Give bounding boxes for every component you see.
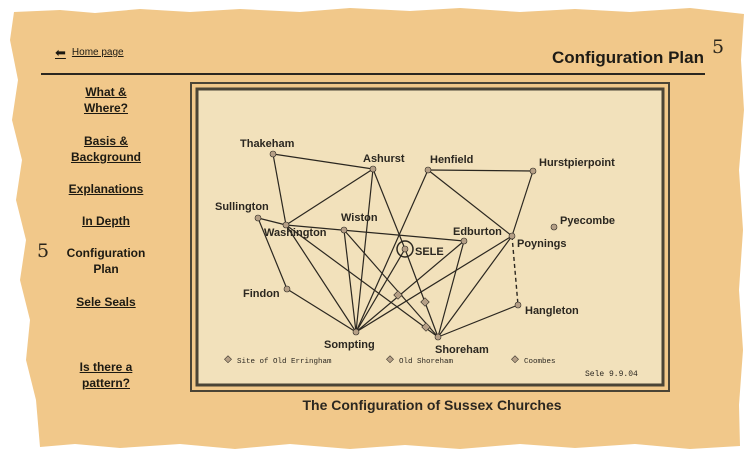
sele-circle-marker (396, 240, 414, 258)
legend-label-old_shoreham: Old Shoreham (399, 358, 454, 366)
nav-link-label-line2: Background (70, 150, 141, 164)
church-node-edburton (460, 237, 468, 245)
nav-link-basis-background[interactable]: Basis & Background (41, 133, 171, 165)
map-links (257, 153, 534, 338)
nav-link-what-where[interactable]: What & Where? (41, 84, 171, 116)
map-link-wiston-shoreham (343, 229, 439, 338)
map-panel (195, 87, 665, 387)
church-node-wiston (340, 226, 348, 234)
nav-link-label: Sele Seals (76, 295, 136, 309)
church-node-henfield (424, 166, 432, 174)
church-node-thakeham (269, 150, 277, 158)
map-link-findon-sompting (286, 288, 357, 333)
place-label-sullington: Sullington (215, 201, 269, 213)
page-title: Configuration Plan (551, 48, 704, 67)
map-markers (254, 150, 558, 341)
home-page-link[interactable]: ⬅ Home page (55, 44, 124, 60)
figure-caption: The Configuration of Sussex Churches (302, 397, 562, 413)
nav-link-explanations[interactable]: Explanations (41, 181, 171, 197)
place-label-findon: Findon (243, 288, 280, 300)
place-label-sele: SELE (415, 246, 444, 258)
church-node-poynings (508, 232, 516, 240)
map-link-shoreham-poynings (437, 235, 513, 338)
nav-link-label: In Depth (82, 214, 130, 228)
church-node-findon (283, 285, 291, 293)
map-link-thakeham-washington (272, 153, 287, 226)
map-outer-frame (190, 82, 670, 392)
map-link-washington-sompting (285, 224, 357, 333)
church-node-hangleton (514, 301, 522, 309)
place-label-sompting: Sompting (324, 339, 375, 351)
nav-link-label-line1: Basis & (83, 134, 129, 148)
legend-label-erringham: Site of Old Erringham (237, 358, 332, 366)
place-label-pyecombe: Pyecombe (560, 215, 615, 227)
map-link-sele-sompting (355, 248, 406, 333)
legend-symbol-erringham (224, 355, 232, 364)
place-label-edburton: Edburton (453, 226, 502, 238)
page-number: 5 (712, 36, 725, 58)
place-label-ashurst: Ashurst (363, 153, 405, 165)
nav-link-label-line1: What & (85, 85, 127, 99)
place-label-shoreham: Shoreham (435, 344, 489, 356)
nav-link-label-line1: Is there a (79, 360, 133, 374)
place-label-poynings: Poynings (517, 238, 567, 250)
site-symbol-erringham (393, 290, 403, 300)
church-node-hurstpierpoint (529, 167, 537, 175)
nav-link-label: Explanations (68, 182, 144, 196)
nav-link-in-depth[interactable]: In Depth (41, 213, 171, 229)
map-link-henfield-poynings (427, 169, 513, 237)
map-link-shoreham-hangleton (437, 304, 519, 338)
map-link-henfield-hurstpierpoint (427, 169, 534, 172)
map-link-hurstpierpoint-poynings (511, 170, 534, 237)
nav-link-label-line2: pattern? (82, 376, 130, 390)
nav-link-sele-seals[interactable]: Sele Seals (41, 294, 171, 310)
map-link-henfield-sompting (355, 169, 429, 333)
map-link-sullington-findon (257, 217, 288, 290)
nav-link-label-line2: Where? (83, 101, 128, 115)
place-label-washington: Washington (264, 227, 327, 239)
map-link-ashurst-sompting (355, 168, 374, 333)
map-link-sullington-washington (257, 217, 287, 226)
map-link-dashed-poynings-hangleton (511, 235, 519, 306)
church-node-washington (282, 221, 290, 229)
nav-link-label-line2: Plan (93, 262, 119, 276)
church-node-ashurst (369, 165, 377, 173)
home-page-label: Home page (71, 47, 124, 58)
map-link-wiston-sompting (343, 229, 357, 333)
legend-symbol-coombes (511, 355, 519, 364)
map-link-sompting-poynings (355, 235, 513, 333)
map-link-washington-edburton (285, 224, 465, 242)
current-page-marker: 5 (37, 240, 50, 262)
church-node-pyecombe (550, 223, 558, 231)
place-label-wiston: Wiston (341, 212, 378, 224)
map-link-ashurst-washington (285, 168, 374, 226)
legend-label-coombes: Coombes (524, 358, 556, 366)
place-label-thakeham: Thakeham (240, 138, 295, 150)
place-label-hurstpierpoint: Hurstpierpoint (539, 157, 615, 169)
church-node-sompting (352, 328, 360, 336)
church-node-shoreham (434, 333, 442, 341)
place-label-henfield: Henfield (430, 154, 473, 166)
header-divider (41, 73, 705, 75)
map-link-edburton-shoreham (437, 240, 465, 338)
church-node-sullington (254, 214, 262, 222)
map-link-edburton-sompting (355, 240, 465, 333)
legend-symbol-old_shoreham (386, 355, 394, 364)
nav-item-configuration-plan-current: 5 Configuration Plan (37, 242, 171, 277)
place-label-hangleton: Hangleton (525, 305, 579, 317)
back-arrow-icon: ⬅ (55, 44, 66, 60)
map-link-sele-shoreham (404, 248, 439, 338)
site-symbol-coombes (420, 297, 430, 307)
map-link-washington-shoreham (285, 224, 439, 338)
church-node-sele (401, 245, 409, 253)
map-link-thakeham-ashurst (272, 153, 374, 170)
site-symbol-old_shoreham (421, 322, 431, 332)
nav-link-label-line1: Configuration (66, 246, 146, 260)
map-legend: Site of Old Erringham Old Shoreham Coombes (224, 355, 556, 366)
map-signature: Sele 9.9.04 (585, 370, 638, 379)
nav-link-is-there-a-pattern[interactable]: Is there a pattern? (41, 359, 171, 391)
